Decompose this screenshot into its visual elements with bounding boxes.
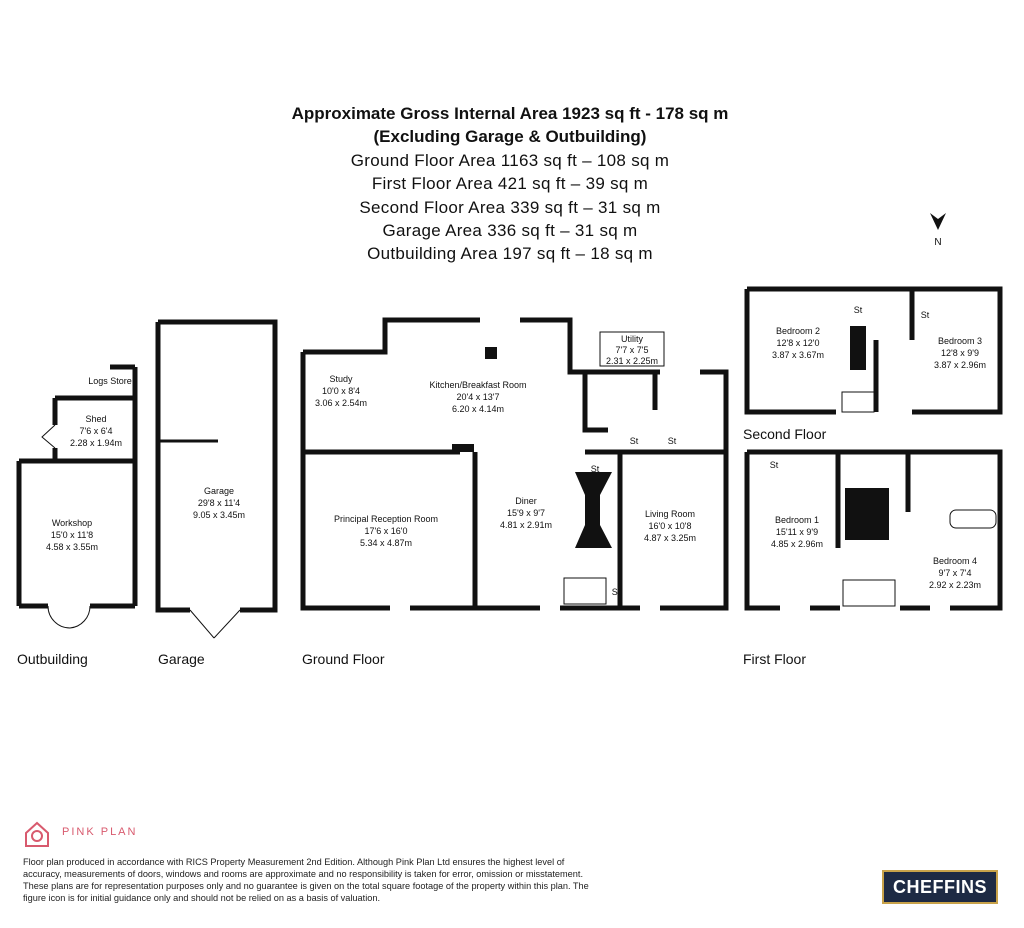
living-name: Living Room	[645, 509, 695, 519]
disclaimer-text: Floor plan produced in accordance with R…	[23, 857, 589, 903]
diner-metric: 4.81 x 2.91m	[500, 520, 552, 530]
diner-imperial: 15'9 x 9'7	[507, 508, 545, 518]
logs-store-label: Logs Store	[88, 376, 132, 386]
garage-metric: 9.05 x 3.45m	[193, 510, 245, 520]
living-metric: 4.87 x 3.25m	[644, 533, 696, 543]
kitchen-imperial: 20'4 x 13'7	[457, 392, 500, 402]
ground-floor-fixtures	[452, 331, 665, 605]
area-second-floor: Second Floor Area 339 sq ft – 31 sq m	[359, 198, 661, 217]
bedroom3-name: Bedroom 3	[938, 336, 982, 346]
first-floor-plan	[744, 449, 1003, 611]
ground-storage-label: St	[591, 464, 600, 474]
second-floor-fixtures	[841, 326, 875, 413]
outbuilding-doors	[41, 424, 91, 629]
shed-imperial: 7'6 x 6'4	[80, 426, 113, 436]
bedroom4-name: Bedroom 4	[933, 556, 977, 566]
area-outbuilding: Outbuilding Area 197 sq ft – 18 sq m	[367, 244, 653, 263]
ground-floor-plan	[300, 317, 729, 611]
area-ground-floor: Ground Floor Area 1163 sq ft – 108 sq m	[350, 151, 670, 170]
ground-storage-label: St	[668, 436, 677, 446]
garage-doors	[158, 439, 241, 639]
bedroom1-imperial: 15'11 x 9'9	[776, 527, 818, 537]
pink-plan-brand: PINK PLAN	[62, 826, 138, 838]
pink-plan-logo-icon	[25, 821, 49, 847]
study-name: Study	[329, 374, 353, 384]
study-metric: 3.06 x 2.54m	[315, 398, 367, 408]
kitchen-name: Kitchen/Breakfast Room	[429, 380, 526, 390]
second-storage-label: St	[854, 305, 863, 315]
reception-name: Principal Reception Room	[334, 514, 438, 524]
workshop-metric: 4.58 x 3.55m	[46, 542, 98, 552]
bedroom1-name: Bedroom 1	[775, 515, 819, 525]
first-floor-fixtures	[842, 488, 997, 607]
cheffins-logo: CHEFFINS	[882, 870, 998, 904]
living-imperial: 16'0 x 10'8	[649, 521, 692, 531]
kitchen-metric: 6.20 x 4.14m	[452, 404, 504, 414]
reception-imperial: 17'6 x 16'0	[365, 526, 408, 536]
north-label: N	[934, 237, 941, 248]
bedroom3-metric: 3.87 x 2.96m	[934, 360, 986, 370]
reception-metric: 5.34 x 4.87m	[360, 538, 412, 548]
bedroom4-metric: 2.92 x 2.23m	[929, 580, 981, 590]
utility-name: Utility	[621, 334, 643, 344]
ground-floor-label: Ground Floor	[302, 651, 385, 667]
workshop-name: Workshop	[52, 518, 92, 528]
study-imperial: 10'0 x 8'4	[322, 386, 360, 396]
second-storage-label: St	[921, 310, 930, 320]
gross-area-subtitle: (Excluding Garage & Outbuilding)	[373, 127, 647, 146]
shed-name: Shed	[85, 414, 106, 424]
north-arrow-icon: N	[930, 213, 946, 248]
area-garage: Garage Area 336 sq ft – 31 sq m	[382, 221, 638, 240]
bedroom3-imperial: 12'8 x 9'9	[941, 348, 979, 358]
utility-metric: 2.31 x 2.25m	[606, 356, 658, 366]
bedroom2-name: Bedroom 2	[776, 326, 820, 336]
garage-name: Garage	[204, 486, 234, 496]
outbuilding-plan	[16, 364, 138, 609]
first-storage-label: St	[770, 460, 779, 470]
bedroom1-metric: 4.85 x 2.96m	[771, 539, 823, 549]
utility-imperial: 7'7 x 7'5	[616, 345, 649, 355]
bedroom2-metric: 3.87 x 3.67m	[772, 350, 824, 360]
garage-floor-label: Garage	[158, 651, 205, 667]
second-floor-label: Second Floor	[743, 426, 827, 442]
gross-area-title: Approximate Gross Internal Area 1923 sq …	[291, 104, 729, 123]
bedroom4-imperial: 9'7 x 7'4	[939, 568, 972, 578]
shed-metric: 2.28 x 1.94m	[70, 438, 122, 448]
bedroom2-imperial: 12'8 x 12'0	[777, 338, 820, 348]
area-first-floor: First Floor Area 421 sq ft – 39 sq m	[371, 174, 649, 193]
diner-name: Diner	[515, 496, 537, 506]
workshop-imperial: 15'0 x 11'8	[51, 530, 93, 540]
second-floor-plan	[744, 286, 1003, 415]
first-floor-label: First Floor	[743, 651, 806, 667]
ground-storage-label: St	[612, 587, 621, 597]
garage-plan	[155, 319, 278, 613]
outbuilding-floor-label: Outbuilding	[17, 651, 88, 667]
ground-storage-label: St	[630, 436, 639, 446]
garage-imperial: 29'8 x 11'4	[198, 498, 240, 508]
